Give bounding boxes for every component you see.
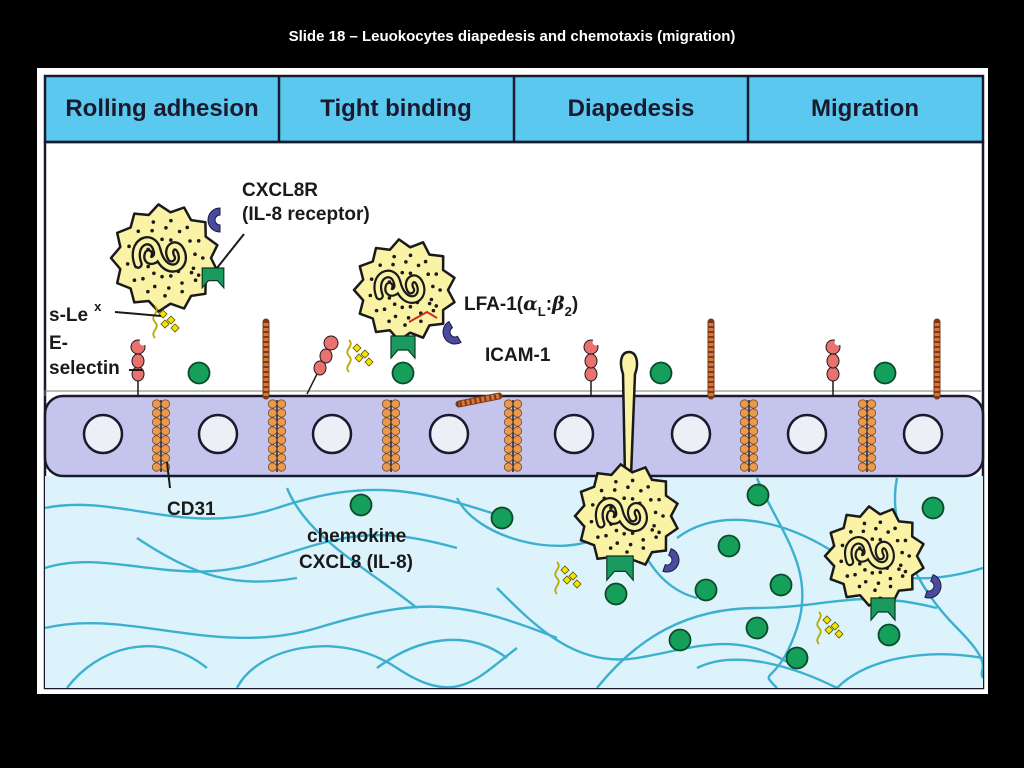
nucleus-0 <box>82 413 124 455</box>
fiber-5 <box>285 487 418 609</box>
leukocyte-rolling <box>109 203 225 339</box>
e-selectin-1 <box>583 338 600 395</box>
chemokines <box>187 361 945 670</box>
nucleus-1 <box>197 413 239 455</box>
chemokine-3 <box>873 361 897 385</box>
nucleus-4 <box>553 413 595 455</box>
fiber-2 <box>45 605 558 640</box>
label-cxcl8: CXCL8 (IL-8) <box>299 552 413 573</box>
leukocyte-migration <box>816 505 942 645</box>
endothelium <box>43 394 985 478</box>
chemokine-6 <box>746 483 770 507</box>
chemokine-9 <box>604 582 628 606</box>
e-selectin-0 <box>130 338 147 395</box>
fiber-14 <box>696 658 838 688</box>
leukocyte-tight-binding <box>346 238 462 373</box>
chemokine-7 <box>921 496 945 520</box>
diagram-svg: Rolling adhesion Tight binding Diapedesi… <box>43 74 985 690</box>
icam1-rod-bound <box>455 392 503 408</box>
stage-label-tight-binding: Tight binding <box>320 95 472 122</box>
nucleus-5 <box>670 413 712 455</box>
e-selectin-tilted <box>306 335 339 395</box>
fiber-7 <box>455 497 598 548</box>
fiber-8 <box>496 587 798 669</box>
nucleus-6 <box>786 413 828 455</box>
stage-header: Rolling adhesion Tight binding Diapedesi… <box>43 74 985 144</box>
label-cxcl8r: CXCL8R <box>242 180 318 201</box>
label-il8-receptor: (IL-8 receptor) <box>242 204 370 225</box>
pointer-lines <box>114 233 245 489</box>
stage-label-migration: Migration <box>811 95 919 122</box>
fiber-1 <box>45 534 458 573</box>
label-chemokine: chemokine <box>307 526 406 547</box>
nucleus-3 <box>428 413 470 455</box>
fiber-6 <box>136 537 298 583</box>
chemokine-4 <box>349 493 373 517</box>
surface-molecules <box>130 318 941 408</box>
tissue-region <box>45 476 983 688</box>
fiber-11 <box>755 477 804 688</box>
label-lfa1: LFA-1(αL:β2) <box>464 293 578 319</box>
fiber-13 <box>836 653 983 688</box>
leukocyte-diapedesis <box>554 350 680 595</box>
nucleus-7 <box>902 413 944 455</box>
cd31-junction-2 <box>381 399 401 472</box>
label-e-selectin-line2: selectin <box>49 358 120 379</box>
chemokine-10 <box>694 578 718 602</box>
chemokine-8 <box>717 534 741 558</box>
cd31-junction-3 <box>503 399 523 472</box>
fiber-4 <box>235 645 518 688</box>
chemokine-1 <box>391 361 415 385</box>
chemokine-13 <box>668 628 692 652</box>
fiber-0 <box>45 488 508 520</box>
chemokine-2 <box>649 361 673 385</box>
chemokine-5 <box>490 506 514 530</box>
chemokine-12 <box>745 616 769 640</box>
stage-label-diapedesis: Diapedesis <box>568 95 695 122</box>
chemokine-15 <box>877 623 901 647</box>
cd31-junction-0 <box>151 399 171 472</box>
chemokine-14 <box>785 646 809 670</box>
endothelial-layer <box>43 394 985 478</box>
leukocytes <box>109 203 942 645</box>
fiber-10 <box>676 518 983 580</box>
extracellular-matrix-fibers <box>45 477 983 688</box>
e-selectin-2 <box>825 338 842 395</box>
fiber-3 <box>66 645 208 688</box>
cd31-junction-4 <box>739 399 759 472</box>
fiber-16 <box>376 638 508 669</box>
label-icam1: ICAM-1 <box>485 345 551 366</box>
label-cd31: CD31 <box>167 499 216 520</box>
diagram-figure: Rolling adhesion Tight binding Diapedesi… <box>37 68 988 694</box>
cd31-junction-1 <box>267 399 287 472</box>
cd31-junction-5 <box>857 399 877 472</box>
label-e-selectin-line1: E- <box>49 333 68 354</box>
chemokine-0 <box>187 361 211 385</box>
chemokine-11 <box>769 573 793 597</box>
glycocalyx <box>44 390 981 396</box>
stage-label-rolling-adhesion: Rolling adhesion <box>65 95 258 122</box>
nucleus-2 <box>311 413 353 455</box>
slide-title: Slide 18 – Leuokocytes diapedesis and ch… <box>288 28 736 45</box>
